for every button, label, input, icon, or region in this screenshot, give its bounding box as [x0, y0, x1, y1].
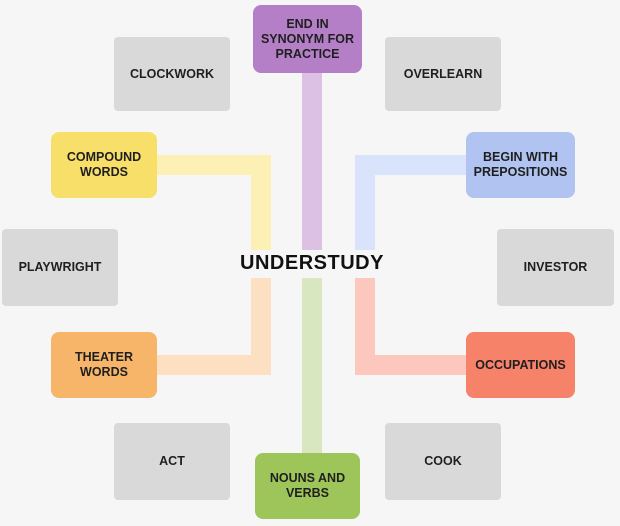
word-cook: COOK — [385, 423, 501, 500]
center-word: UNDERSTUDY — [240, 251, 384, 274]
category-upper-left: COMPOUND WORDS — [51, 132, 157, 198]
word-playwright: PLAYWRIGHT — [2, 229, 118, 306]
word-clockwork: CLOCKWORK — [114, 37, 230, 111]
connector-lower-right — [355, 278, 468, 375]
category-lower-right: OCCUPATIONS — [466, 332, 575, 398]
word-investor: INVESTOR — [497, 229, 614, 306]
category-lower-left: THEATER WORDS — [51, 332, 157, 398]
category-top: END IN SYNONYM FOR PRACTICE — [253, 5, 362, 73]
category-bottom: NOUNS AND VERBS — [255, 453, 360, 519]
category-upper-right: BEGIN WITH PREPOSITIONS — [466, 132, 575, 198]
word-overlearn: OVERLEARN — [385, 37, 501, 111]
connector-lower-left — [155, 278, 271, 375]
connector-upper-left — [155, 155, 271, 250]
connector-upper-right — [355, 155, 468, 250]
word-act: ACT — [114, 423, 230, 500]
